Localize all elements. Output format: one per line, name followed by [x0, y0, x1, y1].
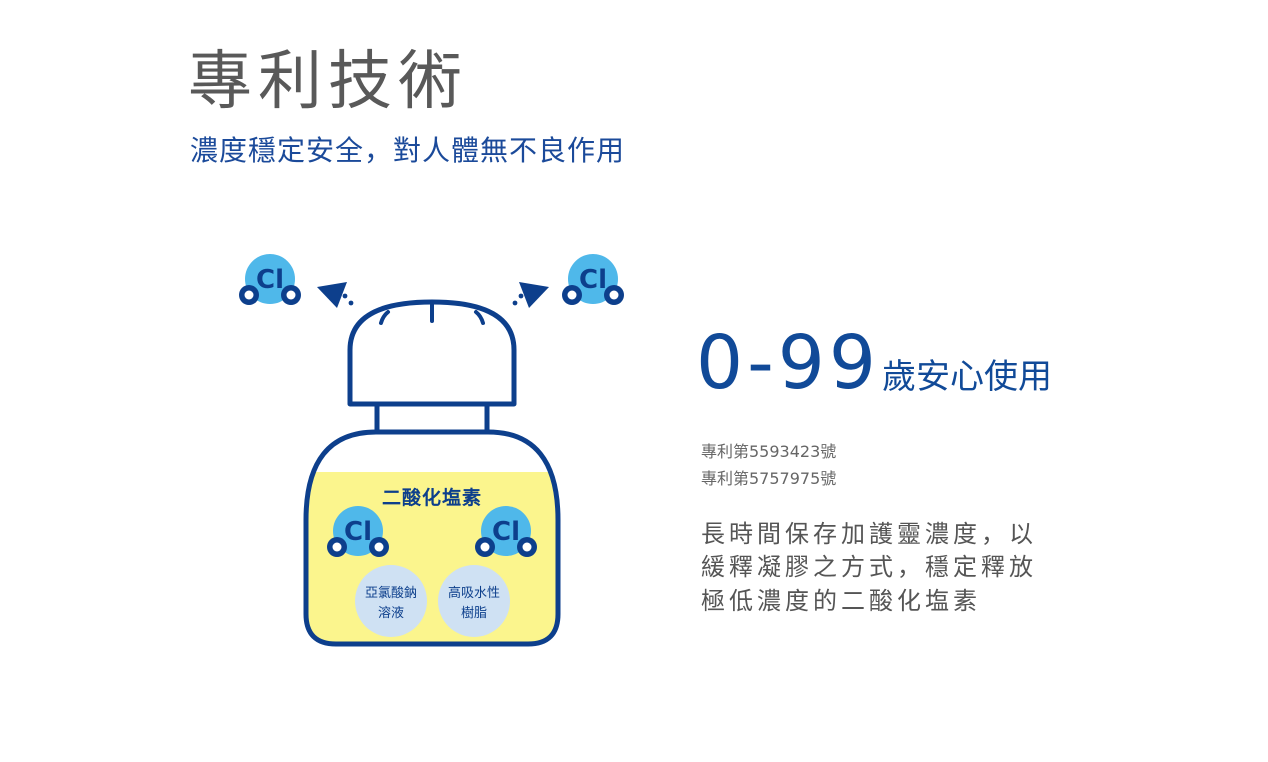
- molecule-icon: Cl: [327, 506, 389, 557]
- arrow-icon: [317, 282, 354, 308]
- bottle-label: 二酸化塩素: [382, 486, 482, 509]
- svg-text:樹脂: 樹脂: [461, 606, 487, 621]
- molecule-icon: Cl: [562, 254, 624, 305]
- svg-text:Cl: Cl: [492, 517, 520, 547]
- age-range-heading: 0-99歲安心使用: [696, 326, 1052, 400]
- molecule-icon: Cl: [239, 254, 301, 305]
- svg-text:Cl: Cl: [579, 265, 607, 295]
- arrow-icon: [512, 282, 549, 308]
- bottle-jar: [303, 429, 561, 647]
- age-number: 0-99: [696, 320, 880, 406]
- molecule-icon: Cl: [475, 506, 537, 557]
- age-text: 歲安心使用: [881, 357, 1052, 397]
- page-subtitle: 濃度穩定安全，對人體無不良作用: [190, 134, 626, 167]
- bottle-neck: [374, 401, 490, 435]
- patent-number: 專利第5757975號: [701, 469, 837, 488]
- absorbent-resin-circle: 高吸水性 樹脂: [438, 565, 510, 637]
- svg-text:亞氯酸鈉: 亞氯酸鈉: [365, 585, 417, 601]
- svg-text:溶液: 溶液: [378, 606, 404, 621]
- svg-text:高吸水性: 高吸水性: [448, 585, 500, 601]
- svg-text:Cl: Cl: [256, 265, 284, 295]
- svg-text:Cl: Cl: [344, 517, 372, 547]
- description-line: 緩釋凝膠之方式，穩定釋放: [701, 553, 1037, 581]
- page-title: 專利技術: [188, 45, 468, 119]
- patent-number: 專利第5593423號: [701, 442, 837, 461]
- description-line: 極低濃度的二酸化塩素: [701, 587, 981, 615]
- sodium-chlorite-circle: 亞氯酸鈉 溶液: [355, 565, 427, 637]
- description-line: 長時間保存加護靈濃度，以: [701, 520, 1037, 548]
